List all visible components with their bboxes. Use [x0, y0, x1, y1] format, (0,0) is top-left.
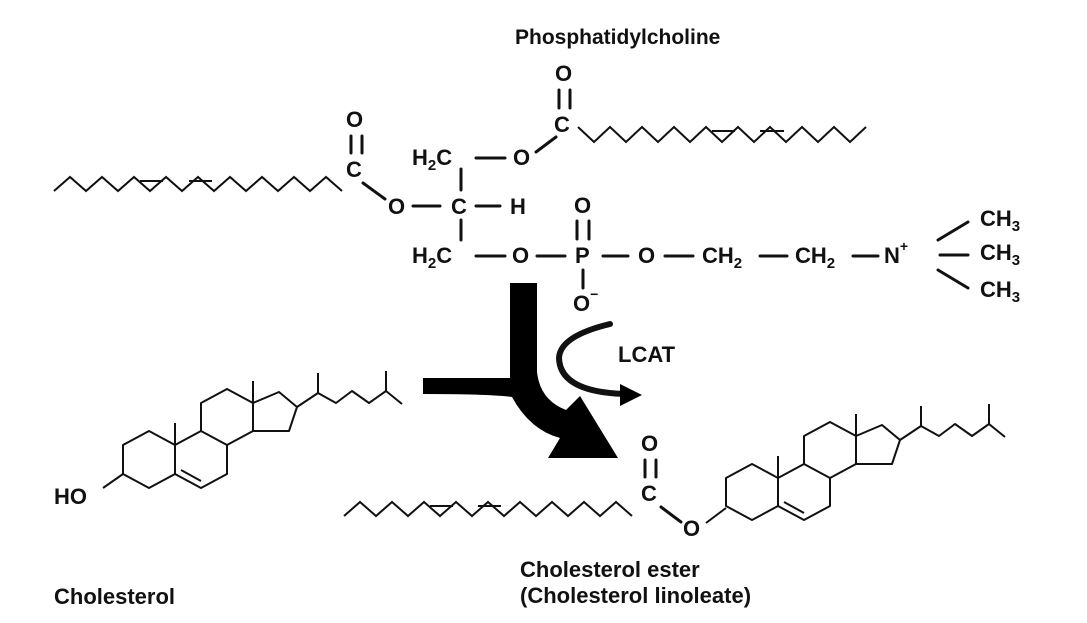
- carbonyl-oxygen-left: O: [346, 107, 363, 132]
- bond-n-ch3-top: [936, 220, 970, 242]
- ester-bond-to-oxygen: [659, 505, 683, 524]
- cholesterol-molecule: HO: [54, 371, 403, 509]
- ester-oxygen-left: O: [388, 194, 405, 219]
- reaction-arrow: [423, 283, 618, 458]
- ester-ring-d: [855, 424, 901, 465]
- bond-n-ch3-bottom: [936, 268, 970, 290]
- fatty-acid-chain-left: [53, 175, 343, 193]
- phosphatidylcholine-label: Phosphatidylcholine: [515, 26, 720, 49]
- glycerol-ch2-bottom: H2C: [412, 243, 452, 272]
- ester-ring-b: [777, 463, 831, 521]
- ester-carbonyl-oxygen: O: [641, 431, 658, 456]
- cholesteryl-moiety: [725, 404, 1006, 521]
- ester-ring-c: [803, 421, 857, 479]
- nitrogen-atom: N+: [884, 238, 908, 268]
- choline-oxygen: O: [638, 243, 655, 268]
- ester-ring-a: [725, 463, 779, 521]
- phosphoryl-oxygen: O: [574, 193, 591, 218]
- glycerol-hydrogen: H: [510, 194, 526, 219]
- ester-oxygen-top: O: [513, 145, 530, 170]
- cholesterol-ring-a: [122, 430, 176, 489]
- cholesterol-ring-c: [200, 388, 254, 446]
- lcat-label: LCAT: [618, 342, 676, 367]
- cholesterol-linoleate-label: (Cholesterol linoleate): [520, 583, 751, 608]
- cholesterol-double-bond: [180, 469, 202, 482]
- methyl-top: CH3: [980, 206, 1020, 235]
- ester-carbonyl-carbon: C: [641, 481, 657, 506]
- linoleate-chain: [343, 500, 633, 518]
- glycerol-ch2-top: H2C: [412, 145, 452, 174]
- choline-ch2-second: CH2: [795, 243, 835, 272]
- carbonyl-oxygen-top: O: [555, 61, 572, 86]
- carbonyl-carbon-left: C: [346, 157, 362, 182]
- phosphate-ester-oxygen: O: [512, 243, 529, 268]
- ester-linkage-oxygen: O: [683, 516, 700, 541]
- fatty-acid-chain-top: [577, 125, 867, 144]
- cholesterol-label: Cholesterol: [54, 584, 175, 609]
- cholesterol-ring-d: [252, 391, 298, 432]
- ester-side-chain: [899, 423, 1006, 441]
- cholesterol-side-chain: [296, 390, 403, 408]
- carbonyl-carbon-top: C: [554, 112, 570, 137]
- methyl-middle: CH3: [980, 240, 1020, 269]
- choline-ch2-first: CH2: [702, 243, 742, 272]
- phosphate-anionic-oxygen: O−: [573, 286, 598, 316]
- cholesterol-ester-label: Cholesterol ester: [520, 557, 700, 582]
- cholesterol-ring-b: [174, 430, 228, 489]
- lcat-curved-arrow: [556, 321, 628, 397]
- ester-bond-left: [361, 181, 387, 201]
- ester-bond-to-sterol: [705, 507, 727, 524]
- methyl-bottom: CH3: [980, 277, 1020, 306]
- ester-sterol-double-bond: [783, 501, 805, 514]
- phosphorus-atom: P: [575, 243, 590, 268]
- hydroxyl-group: HO: [54, 484, 87, 509]
- glycerol-ch: C: [451, 194, 467, 219]
- cholesterol-hydroxyl-bond: [102, 473, 124, 489]
- ester-bond-top: [534, 135, 558, 154]
- lcat-arrowhead: [620, 384, 642, 406]
